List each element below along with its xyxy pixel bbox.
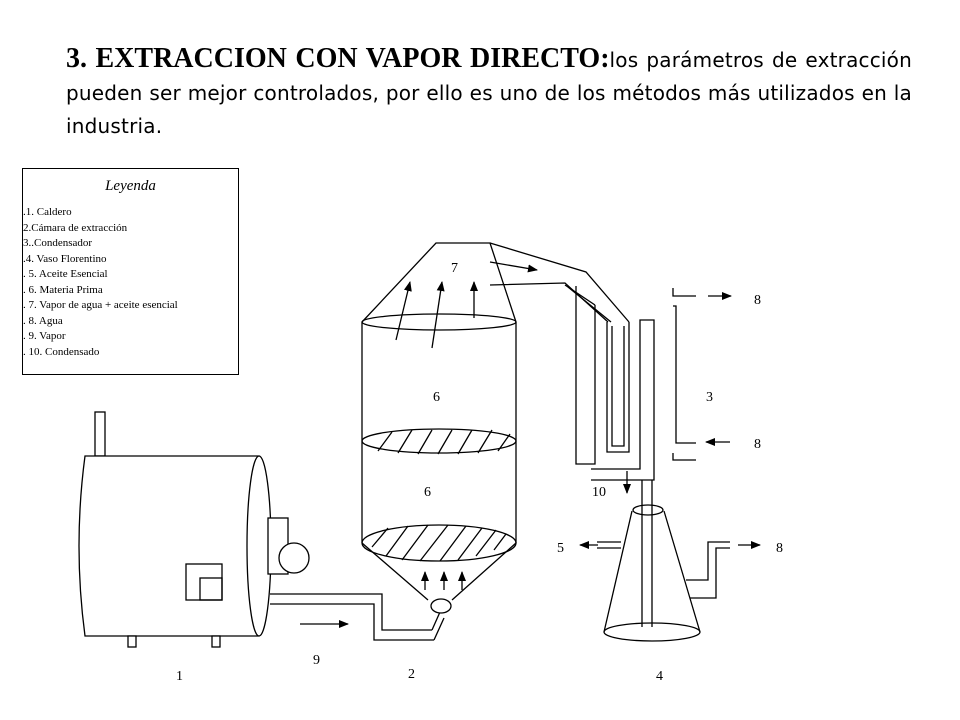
label-8-bottom: 8 xyxy=(776,541,783,556)
legend-item: . 9. Vapor xyxy=(23,330,66,342)
legend-item: 3..Condensador xyxy=(23,237,93,249)
condenser xyxy=(564,284,732,494)
boiler xyxy=(78,411,310,648)
legend-item: . 6. Materia Prima xyxy=(23,283,103,296)
legend-item: . 8. Agua xyxy=(23,314,63,327)
label-10: 10 xyxy=(592,485,606,500)
label-9: 9 xyxy=(313,653,320,668)
label-3: 3 xyxy=(706,390,713,405)
raw-material-hatch-top xyxy=(377,429,511,455)
raw-material-hatch-bottom xyxy=(371,524,507,562)
legend-item: . 7. Vapor de agua + aceite esencial xyxy=(23,299,178,311)
label-6-lower: 6 xyxy=(424,485,431,500)
label-1: 1 xyxy=(176,669,183,684)
title-description: los parámetros de extracción pueden ser … xyxy=(66,48,912,138)
label-2: 2 xyxy=(408,667,415,682)
steam-pipe xyxy=(270,593,445,641)
florentine-flask xyxy=(579,480,761,642)
legend-box: Leyenda .1. Caldero 2.Cámara de extracci… xyxy=(22,168,239,375)
label-8-middle: 8 xyxy=(754,437,761,452)
label-4: 4 xyxy=(656,669,663,684)
vapor-arrow xyxy=(489,261,538,273)
label-8-top: 8 xyxy=(754,293,761,308)
label-7: 7 xyxy=(451,261,458,276)
extraction-chamber xyxy=(361,242,517,614)
legend-item: . 10. Condensado xyxy=(23,345,100,358)
steam-inlet-nozzle xyxy=(430,598,452,614)
diagram-number-labels: 1 2 3 4 5 6 6 7 8 8 8 9 10 xyxy=(176,261,783,684)
vapor-line xyxy=(489,242,630,323)
legend-item: 2.Cámara de extracción xyxy=(23,221,128,234)
legend-item: . 5. Aceite Esencial xyxy=(23,268,108,280)
legend-list: .1. Caldero 2.Cámara de extracción 3..Co… xyxy=(23,205,238,360)
label-5: 5 xyxy=(557,541,564,556)
legend-item: .4. Vaso Florentino xyxy=(23,252,107,265)
legend-item: .1. Caldero xyxy=(23,206,72,218)
label-6-upper: 6 xyxy=(433,390,440,405)
legend-title: Leyenda xyxy=(105,178,156,194)
title-heading: 3. EXTRACCION CON VAPOR DIRECTO: xyxy=(66,43,610,74)
slide-title: 3. EXTRACCION CON VAPOR DIRECTO:los pará… xyxy=(66,44,912,144)
